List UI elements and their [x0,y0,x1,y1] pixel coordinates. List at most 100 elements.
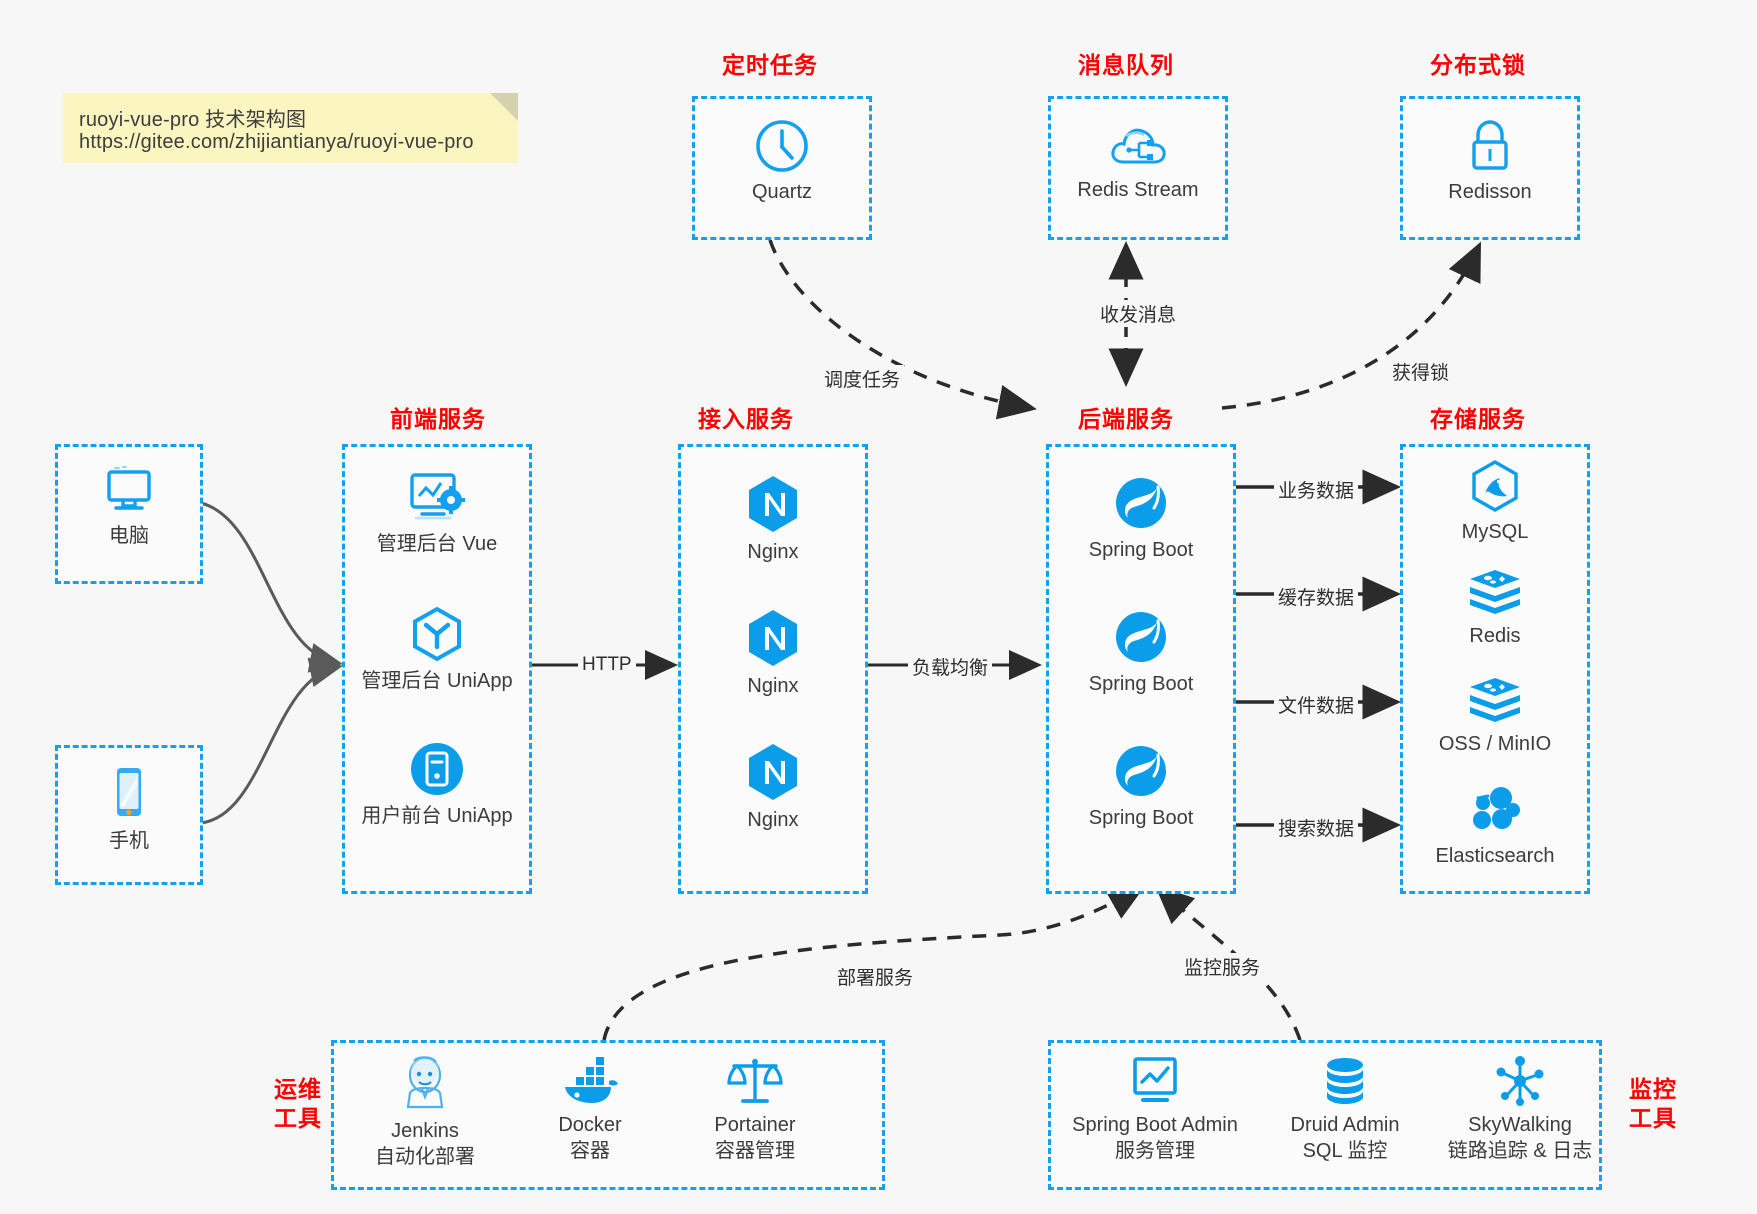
info-note: ruoyi-vue-pro 技术架构图 https://gitee.com/zh… [63,93,518,163]
note-title: ruoyi-vue-pro 技术架构图 [79,109,307,131]
node-user-uniapp[interactable]: 用户前台 UniApp [361,740,513,830]
node-label-nginx-3: Nginx [747,809,799,831]
node-label-nginx-2: Nginx [747,675,799,697]
edge-label-acquire-lock: 获得锁 [1388,358,1454,385]
database-icon [1327,1058,1363,1104]
node-nginx-3[interactable]: Nginx [708,742,838,834]
node-portainer[interactable]: Portainer 容器管理 [680,1055,830,1164]
redis-icon [1470,570,1520,614]
monitor-chart-icon [1133,1057,1177,1102]
node-sublabel-jenkins: 自动化部署 [375,1145,475,1168]
elasticsearch-icon [1473,787,1520,829]
node-label-admin-uniapp: 管理后台 UniApp [361,670,513,692]
node-sublabel-portainer: 容器管理 [715,1139,795,1162]
skywalking-nodes-icon [1496,1056,1544,1106]
scales-balance-icon [727,1059,783,1103]
node-label-spring-boot-1: Spring Boot [1088,539,1194,561]
nginx-icon [749,744,797,800]
node-sublabel-docker: 容器 [570,1139,610,1162]
group-title-storage-service: 存储服务 [1430,406,1526,432]
node-spring-boot-admin[interactable]: Spring Boot Admin 服务管理 [1060,1055,1250,1164]
uniapp-cube-icon [413,606,461,662]
node-nginx-1[interactable]: Nginx [708,474,838,566]
node-nginx-2[interactable]: Nginx [708,608,838,700]
node-label-quartz: Quartz [751,181,813,203]
group-box-computer [55,444,203,584]
node-redisson[interactable]: Redisson [1430,118,1550,206]
node-label-admin-vue: 管理后台 Vue [376,533,498,555]
node-sublabel-skywalking: 链路追踪 & 日志 [1447,1139,1593,1162]
node-label-redisson: Redisson [1448,181,1532,203]
edge-label-send-receive-msg: 收发消息 [1096,300,1181,327]
node-phone[interactable]: 手机 [79,765,179,855]
monitor-title-line1: 监控 [1629,1076,1677,1102]
desktop-icon [107,466,151,510]
group-title-distributed-lock: 分布式锁 [1430,52,1526,78]
group-title-monitor-tools: 监控 工具 [1613,1075,1693,1133]
edge-label-schedule-task: 调度任务 [820,365,905,392]
node-skywalking[interactable]: SkyWalking 链路追踪 & 日志 [1440,1055,1600,1164]
group-title-scheduled-task: 定时任务 [722,52,818,78]
node-label-computer: 电脑 [109,525,149,547]
mysql-icon [1472,460,1518,512]
monitor-title-line2: 工具 [1629,1104,1677,1131]
node-label-spring-boot-3: Spring Boot [1088,807,1194,829]
edge-label-http: HTTP [578,654,636,676]
node-spring-boot-2[interactable]: Spring Boot [1076,608,1206,698]
node-label-redis-stream: Redis Stream [1077,179,1199,201]
devops-title-line2: 工具 [274,1104,322,1131]
spring-boot-icon [1116,478,1166,528]
spring-boot-icon [1116,612,1166,662]
node-redis[interactable]: Redis [1420,568,1570,650]
edge-label-monitor-service: 监控服务 [1180,953,1265,980]
nginx-icon [749,476,797,532]
dashboard-gear-icon [410,473,465,520]
cloud-stream-icon [1111,128,1166,164]
nginx-icon [749,610,797,666]
node-quartz[interactable]: Quartz [722,118,842,206]
node-label-spring-boot-admin: Spring Boot Admin [1072,1114,1238,1136]
group-title-devops-tools: 运维 工具 [258,1075,338,1133]
node-mysql[interactable]: MySQL [1420,460,1570,546]
lock-icon [1472,120,1508,170]
node-label-druid-admin: Druid Admin [1290,1114,1400,1136]
node-admin-uniapp[interactable]: 管理后台 UniApp [361,605,513,695]
node-elasticsearch[interactable]: Elasticsearch [1420,786,1570,870]
edge-label-deploy-service: 部署服务 [833,963,918,990]
node-label-nginx-1: Nginx [747,541,799,563]
node-docker[interactable]: Docker 容器 [515,1055,665,1164]
node-label-portainer: Portainer [714,1114,796,1136]
node-sublabel-spring-boot-admin: 服务管理 [1115,1139,1195,1162]
node-jenkins[interactable]: Jenkins 自动化部署 [350,1055,500,1170]
clock-icon [756,120,808,172]
note-url: https://gitee.com/zhijiantianya/ruoyi-vu… [79,131,474,153]
node-computer[interactable]: 电脑 [79,464,179,550]
devops-title-line1: 运维 [274,1076,322,1102]
object-storage-icon [1470,678,1520,722]
node-label-jenkins: Jenkins [391,1120,459,1142]
group-box-scheduled-task [692,96,872,240]
node-label-skywalking: SkyWalking [1468,1114,1572,1136]
spring-boot-icon [1116,746,1166,796]
node-label-mysql: MySQL [1461,521,1529,543]
node-spring-boot-3[interactable]: Spring Boot [1076,742,1206,832]
node-redis-stream[interactable]: Redis Stream [1077,118,1199,204]
edge-label-cache-data: 缓存数据 [1274,583,1359,610]
docker-icon [565,1057,618,1103]
edge-label-search-data: 搜索数据 [1274,814,1359,841]
node-label-spring-boot-2: Spring Boot [1088,673,1194,695]
group-box-monitor-tools [1048,1040,1602,1190]
node-label-docker: Docker [558,1114,622,1136]
node-label-phone: 手机 [109,830,149,852]
jenkins-icon [406,1056,444,1109]
edge-label-load-balance: 负载均衡 [908,653,993,680]
edge-label-file-data: 文件数据 [1274,691,1359,718]
node-spring-boot-1[interactable]: Spring Boot [1076,474,1206,564]
app-device-circle-icon [411,743,463,795]
node-label-redis: Redis [1469,625,1521,647]
node-admin-vue[interactable]: 管理后台 Vue [362,470,512,558]
node-druid-admin[interactable]: Druid Admin SQL 监控 [1270,1055,1420,1164]
group-title-frontend-service: 前端服务 [390,406,486,432]
group-title-backend-service: 后端服务 [1078,406,1174,432]
node-oss-minio[interactable]: OSS / MinIO [1420,676,1570,758]
